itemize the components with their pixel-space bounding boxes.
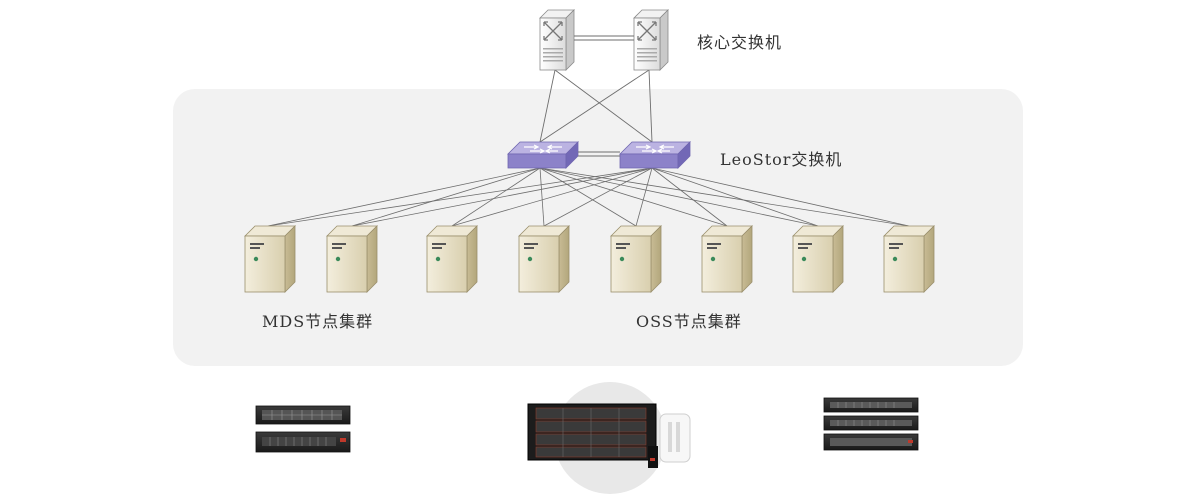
rack-server-left-icon <box>255 405 351 453</box>
rack-server-right-icon <box>823 397 919 451</box>
leostor-switch-interlink <box>578 151 620 157</box>
oss-server-3-icon <box>610 225 662 293</box>
leostor-switch-left-icon <box>507 141 579 169</box>
mds-server-1-icon <box>244 225 296 293</box>
oss-cluster-label: OSS节点集群 <box>636 312 742 331</box>
oss-server-1-icon <box>426 225 478 293</box>
core-switch-label: 核心交换机 <box>697 33 783 52</box>
core-switch-interlink <box>574 35 634 41</box>
leostor-switch-right-icon <box>619 141 691 169</box>
core-switch-left-icon <box>539 9 575 71</box>
core-switch-right-icon <box>633 9 669 71</box>
cluster-panel <box>173 89 1023 366</box>
uplink-links <box>539 69 653 143</box>
oss-server-5-icon <box>792 225 844 293</box>
mds-server-2-icon <box>326 225 378 293</box>
storage-array-icon <box>527 382 691 494</box>
oss-server-6-icon <box>883 225 935 293</box>
server-links <box>267 167 910 227</box>
oss-server-4-icon <box>701 225 753 293</box>
oss-server-2-icon <box>518 225 570 293</box>
mds-cluster-label: MDS节点集群 <box>262 312 374 331</box>
leostor-switch-label: LeoStor交换机 <box>720 150 843 169</box>
